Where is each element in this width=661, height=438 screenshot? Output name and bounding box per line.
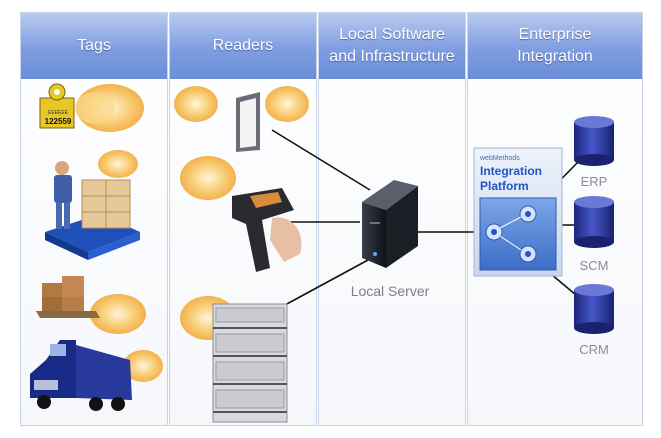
- platform-title-line1: Integration: [480, 164, 542, 178]
- connector-antenna-server: [271, 129, 371, 191]
- integration-node-icon: [519, 205, 537, 223]
- truck-icon: [30, 340, 163, 411]
- worker-pallet-icon: [45, 150, 140, 260]
- column-enterprise-header: Enterprise Integration: [468, 13, 642, 81]
- database-crm: CRM: [574, 284, 614, 357]
- column-local-title-line2: and Infrastructure: [329, 48, 455, 65]
- rfid-tag: EEEEEE 122559: [39, 83, 144, 132]
- database-icon: [574, 196, 614, 248]
- server-label: Local Server: [351, 283, 430, 299]
- shelf-reader-icon: [180, 296, 288, 423]
- signal-waves-icon: [98, 150, 138, 178]
- database-scm-label: SCM: [580, 258, 609, 273]
- handheld-reader-icon: [180, 156, 302, 272]
- signal-waves-icon: [90, 294, 146, 334]
- column-local-title-line1: Local Software: [339, 26, 445, 43]
- database-scm: SCM: [574, 196, 614, 273]
- signal-waves-icon: [75, 84, 144, 132]
- signal-waves-icon: [180, 156, 236, 200]
- column-local-header: Local Software and Infrastructure: [319, 13, 465, 81]
- database-erp-label: ERP: [581, 174, 608, 189]
- connector-shelf-server: [284, 259, 369, 306]
- column-readers-header: Readers: [170, 13, 316, 81]
- column-enterprise-title-line1: Enterprise: [518, 26, 592, 43]
- integration-platform-box: webMethods Integration Platform: [473, 147, 563, 277]
- integration-node-icon: [519, 245, 537, 263]
- column-enterprise-title-line2: Integration: [517, 48, 593, 65]
- database-icon: [574, 284, 614, 334]
- column-tags-title: Tags: [77, 37, 111, 54]
- platform-title-line2: Platform: [480, 179, 529, 193]
- platform-brand: webMethods: [479, 155, 520, 162]
- column-tags-header: Tags: [21, 13, 167, 81]
- boxes-pallet-icon: [36, 276, 146, 334]
- database-erp: ERP: [574, 116, 614, 189]
- column-readers-title: Readers: [212, 37, 274, 54]
- tag-brand: EEEEEE: [48, 110, 69, 116]
- database-icon: [574, 116, 614, 166]
- signal-waves-icon: [123, 350, 163, 382]
- signal-waves-icon: [174, 86, 309, 122]
- integration-node-icon: [485, 223, 503, 241]
- antenna-reader-icon: [174, 86, 309, 152]
- database-crm-label: CRM: [579, 342, 609, 357]
- server-icon: [362, 180, 418, 268]
- tag-number: 122559: [45, 117, 72, 126]
